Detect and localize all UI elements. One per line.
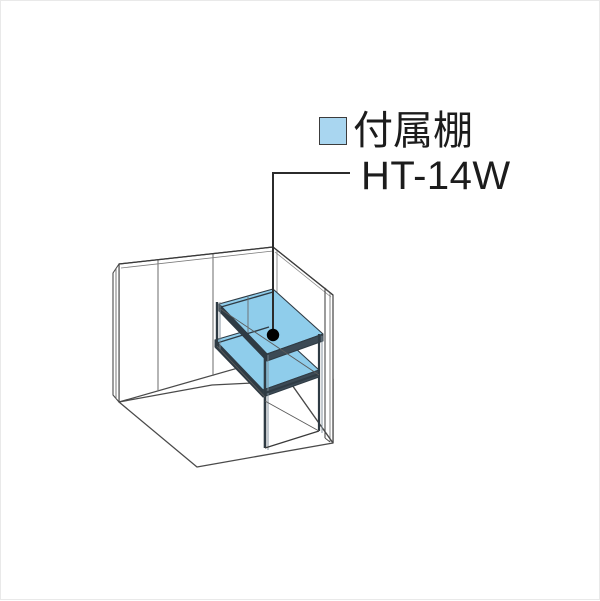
door-frame-post-foot [324,437,331,443]
shelf-brace-leg [264,400,320,432]
door-frame-post-cap [324,287,331,294]
shelf-foot-rail [264,430,320,449]
right-wall-top-rail-inner [274,251,332,298]
back-wall-top [118,246,274,265]
shelf-brace-upper [218,307,320,376]
legend-title-row: 付属棚 [319,111,473,151]
leader-dot [266,328,280,342]
leader-line [266,172,350,342]
shelf-unit [214,288,324,450]
legend-product-code: HT-14W [361,154,511,198]
back-wall-top-inner [120,250,274,269]
shelf-back-rail-lower [216,326,270,344]
shelf-brace-lower [216,345,266,398]
shelf-upper-right-edge [266,333,324,362]
right-wall-top-rail [272,246,334,296]
shelf-back-rail-upper [220,291,274,308]
color-swatch-icon [319,117,347,145]
leader-path [272,172,350,336]
legend: 付属棚 HT-14W [319,111,559,211]
legend-title: 付属棚 [353,108,473,154]
shelf-cross-rail [264,373,320,394]
